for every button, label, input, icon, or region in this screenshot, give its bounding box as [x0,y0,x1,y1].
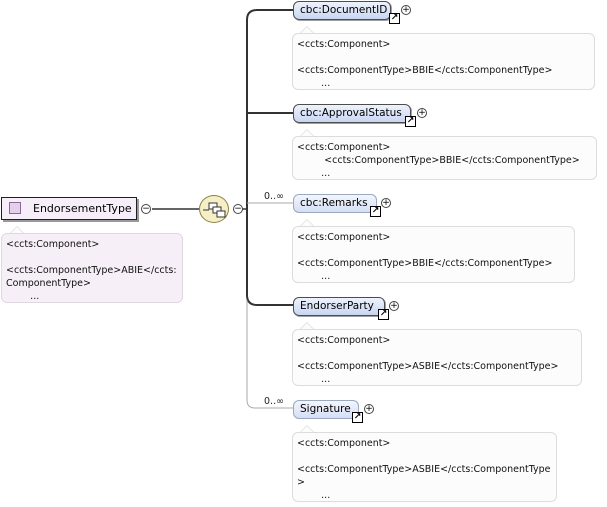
remarks-annotation: <ccts:Component> <ccts:ComponentType>BBI… [292,226,575,283]
annotation-pointer [300,129,314,136]
root-annotation-text: <ccts:Component> <ccts:ComponentType>ABI… [6,239,177,302]
expand-signature-icon[interactable]: + [364,404,374,414]
approvalstatus-annotation: <ccts:Component> <ccts:ComponentType>BBI… [292,136,597,180]
element-cbc-remarks[interactable]: cbc:Remarks [293,194,377,213]
element-cbc-documentid[interactable]: cbc:DocumentID [293,1,391,20]
annotation-pointer [300,26,314,33]
root-annotation: <ccts:Component> <ccts:ComponentType>ABI… [1,233,183,303]
expand-approvalstatus-icon[interactable]: + [417,108,427,118]
reference-arrow-icon: ↗ [370,206,381,217]
expand-documentid-icon[interactable]: + [401,5,411,15]
root-element-name: EndorsementType [33,202,132,215]
annotation-pointer [10,226,24,233]
element-type-icon [9,202,21,214]
reference-arrow-icon: ↗ [352,412,363,423]
annotation-pointer [300,322,314,329]
expand-remarks-icon[interactable]: + [381,198,391,208]
reference-arrow-icon: ↗ [389,13,400,24]
annotation-pointer [300,219,314,226]
sequence-compositor[interactable] [199,195,229,223]
element-signature[interactable]: Signature [293,400,359,419]
documentid-annotation: <ccts:Component> <ccts:ComponentType>BBI… [292,33,595,90]
element-cbc-approvalstatus[interactable]: cbc:ApprovalStatus [293,104,411,123]
collapse-root-icon[interactable]: − [141,204,151,214]
signature-cardinality: 0..∞ [264,396,284,407]
root-element-box[interactable]: EndorsementType [1,197,137,220]
reference-arrow-icon: ↗ [405,116,416,127]
element-endorserparty[interactable]: EndorserParty [293,297,385,316]
endorserparty-annotation: <ccts:Component> <ccts:ComponentType>ASB… [292,329,582,386]
signature-annotation: <ccts:Component> <ccts:ComponentType>ASB… [292,432,557,502]
expand-endorserparty-icon[interactable]: + [389,301,399,311]
sequence-icon [203,202,226,218]
collapse-sequence-icon[interactable]: − [233,204,243,214]
remarks-cardinality: 0..∞ [264,191,284,202]
reference-arrow-icon: ↗ [378,309,389,320]
annotation-pointer [300,425,314,432]
